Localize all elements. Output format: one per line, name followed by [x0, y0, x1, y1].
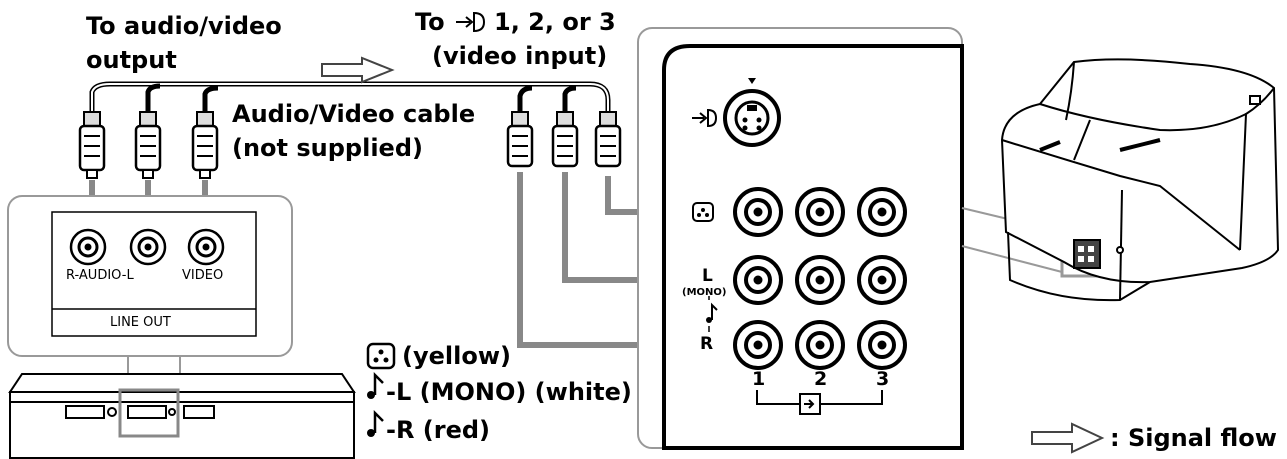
rca-plug-l-right [551, 111, 579, 168]
signal-flow-arrow-top [321, 56, 395, 84]
line-out-video-jack-label: VIDEO [182, 268, 224, 283]
rca-plug-l-left [134, 111, 162, 179]
line-out-title: LINE OUT [110, 315, 171, 330]
cable-label-line1: Audio/Video cable [232, 100, 476, 128]
legend-video-symbol [366, 342, 396, 370]
rca-plug-r-left [78, 111, 106, 179]
av-output-label-line2: output [86, 46, 177, 74]
video-input-symbol [456, 11, 486, 33]
av-output-label-line1: To audio/video [86, 12, 282, 40]
legend-signal-flow-arrow [1031, 422, 1105, 454]
rca-plug-video-right [594, 111, 622, 168]
legend-red-label: -R (red) [386, 416, 491, 444]
rca-plug-video-left [191, 111, 219, 179]
av-device [8, 373, 356, 459]
video-input-label-sub: (video input) [432, 42, 608, 70]
legend-audio-l-note-icon [367, 371, 384, 399]
cable-label-line2: (not supplied) [232, 134, 423, 162]
legend-signal-flow-label: : Signal flow [1110, 424, 1277, 452]
tv-rear-panel [637, 27, 964, 450]
tv-input-jacks [733, 187, 907, 370]
video-input-label-numbers: 1, 2, or 3 [494, 8, 616, 36]
av-cable [89, 81, 611, 118]
tv-label-mono: (MONO) [682, 287, 727, 298]
tv-set [1000, 58, 1280, 302]
tv-jack-number-1: 1 [752, 368, 766, 390]
legend-white-label: -L (MONO) (white) [386, 378, 632, 406]
tv-label-l: L [702, 266, 713, 286]
line-out-jacks [69, 228, 225, 266]
line-out-audio-jack-label: R-AUDIO-L [66, 268, 134, 283]
video-input-label-to: To [415, 8, 445, 36]
tv-label-r: R [700, 334, 714, 354]
legend-yellow-label: (yellow) [402, 342, 511, 370]
legend-audio-r-note-icon [367, 409, 384, 437]
tv-jack-number-2: 2 [814, 368, 828, 390]
tv-jack-number-3: 3 [876, 368, 890, 390]
rca-plug-r-right [506, 111, 534, 168]
line-out-callout [7, 195, 293, 398]
